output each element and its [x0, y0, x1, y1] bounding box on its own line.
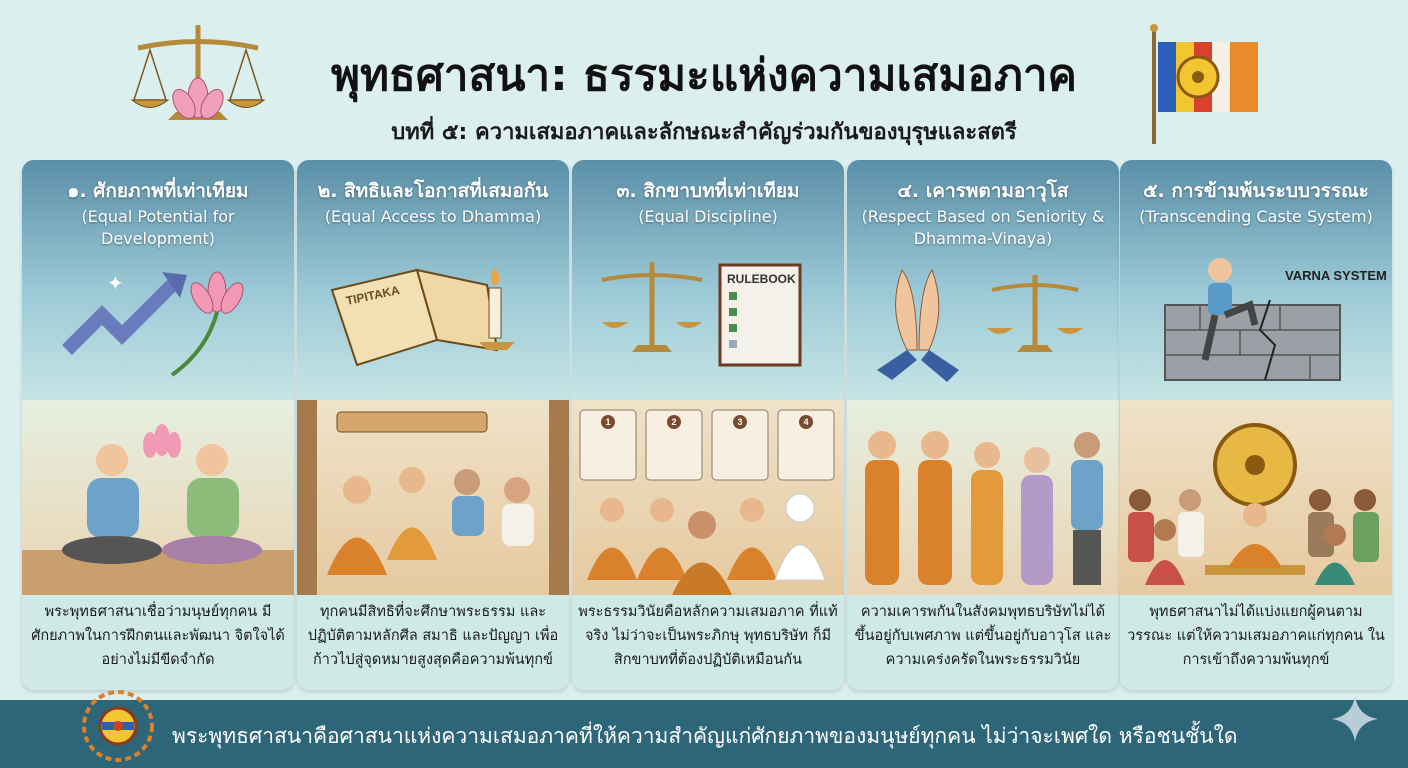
card-english-title: (Equal Discipline) — [638, 207, 778, 226]
rule-number: 1 — [605, 417, 610, 427]
footer-message: พระพุทธศาสนาคือศาสนาแห่งความเสมอภาคที่ให… — [172, 724, 1238, 748]
card-description: ทุกคนมีสิทธิที่จะศึกษาพระธรรม และ ปฏิบัต… — [307, 604, 559, 668]
card-english-title: (Equal Potential for Development) — [81, 207, 235, 248]
card-description: พระธรรมวินัยคือหลักความเสมอภาค ที่แท้จริ… — [578, 604, 838, 668]
monks-studying-illustration — [297, 400, 569, 595]
breaking-caste-wall-icon: VARNA SYSTEM — [1164, 258, 1387, 381]
meditating-couple-illustration — [22, 400, 294, 595]
footer-banner: พระพุทธศาสนาคือศาสนาแห่งความเสมอภาคที่ให… — [0, 700, 1408, 768]
varna-system-label: VARNA SYSTEM — [1285, 268, 1387, 283]
card-title: ๒. สิทธิและโอกาสที่เสมอกัน — [317, 180, 549, 202]
tipitaka-book-candle-icon: TIPITAKA — [330, 268, 515, 367]
page-subtitle: บทที่ ๕: ความเสมอภาคและลักษณะสำคัญร่วมกั… — [391, 120, 1017, 145]
card-description: พระพุทธศาสนาเชื่อว่ามนุษย์ทุกคน มีศักยภา… — [31, 604, 285, 668]
dharma-wheel-people-icon — [82, 690, 154, 762]
card-equal-discipline: ๓. สิกขาบทที่เท่าเทียม (Equal Discipline… — [572, 160, 844, 690]
rulebook-label: RULEBOOK — [727, 272, 796, 286]
card-title: ๔. เคารพตามอาวุโส — [897, 180, 1069, 202]
card-equal-access: ๒. สิทธิและโอกาสที่เสมอกัน (Equal Access… — [297, 160, 569, 690]
card-description: พุทธศาสนาไม่ได้แบ่งแยกผู้คนตาม วรรณะ แต่… — [1127, 604, 1385, 668]
diverse-people-with-monk-illustration — [1120, 400, 1392, 595]
rule-number: 4 — [803, 417, 808, 427]
svg-text:✦: ✦ — [107, 271, 124, 295]
sparkle-icon — [1332, 696, 1378, 742]
card-english-title: (Transcending Caste System) — [1139, 207, 1373, 226]
card-english-title: (Equal Access to Dhamma) — [324, 207, 542, 226]
card-description: ความเคารพกันในสังคมพุทธบริษัทไม่ได้ ขึ้น… — [854, 604, 1112, 668]
scale-rulebook-icon: RULEBOOK — [601, 262, 802, 367]
card-english-title: (Respect Based on Seniority & Dhamma-Vin… — [861, 207, 1105, 248]
growth-arrow-lotus-icon: ✦ — [62, 271, 244, 377]
card-transcending-caste: ๕. การข้ามพ้นระบบวรรณะ (Transcending Cas… — [1120, 160, 1392, 690]
card-title: ๓. สิกขาบทที่เท่าเทียม — [616, 180, 800, 202]
card-title: ๑. ศักยภาพที่เท่าเทียม — [67, 180, 249, 202]
scale-lotus-logo — [130, 25, 266, 120]
card-respect-seniority: ๔. เคารพตามอาวุโส (Respect Based on Seni… — [847, 160, 1119, 690]
praying-hands-scale-icon — [877, 268, 1083, 382]
rule-number: 3 — [737, 417, 742, 427]
buddhist-flag-icon — [1150, 24, 1258, 144]
card-title: ๕. การข้ามพ้นระบบวรรณะ — [1143, 180, 1369, 202]
card-equal-potential: ๑. ศักยภาพที่เท่าเทียม (Equal Potential … — [22, 160, 294, 690]
page-title: พุทธศาสนา: ธรรมะแห่งความเสมอภาค — [331, 50, 1077, 101]
monks-and-laity-group-illustration — [847, 400, 1119, 595]
rule-number: 2 — [671, 417, 676, 427]
monks-and-nun-illustration: 1 2 3 4 — [572, 400, 844, 595]
